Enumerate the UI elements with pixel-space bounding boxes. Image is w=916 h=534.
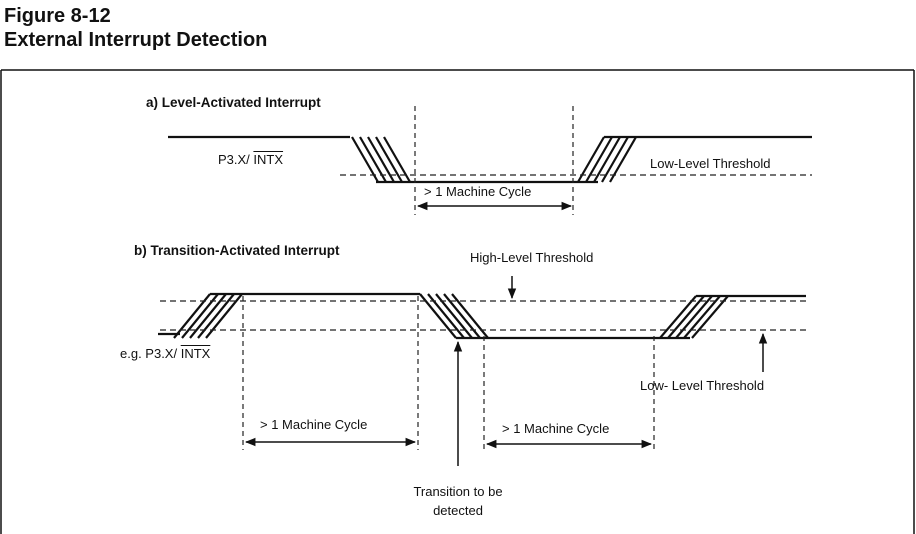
intx-overbar: INTX	[180, 346, 211, 361]
transition-label-line1: Transition to be	[413, 484, 503, 499]
low-threshold-label: Low- Level Threshold	[640, 378, 765, 393]
panel-b-cycle-label-2: > 1 Machine Cycle	[502, 421, 610, 436]
intx-overbar: INTX	[253, 152, 284, 167]
panel-a-heading: a) Level-Activated Interrupt	[146, 95, 321, 110]
figure-title: External Interrupt Detection	[4, 29, 268, 51]
panel-b-heading: b) Transition-Activated Interrupt	[134, 243, 340, 258]
panel-b-signal-label: e.g. P3.X/ INTX	[120, 346, 211, 361]
panel-b-cycle-label-1: > 1 Machine Cycle	[260, 417, 368, 432]
panel-a-threshold-label: Low-Level Threshold	[650, 156, 771, 171]
panel-a-signal-label: P3.X/ INTX	[218, 152, 284, 167]
high-threshold-label: High-Level Threshold	[470, 250, 594, 265]
figure-number: Figure 8-12	[4, 5, 111, 27]
panel-a-cycle-label: > 1 Machine Cycle	[424, 184, 532, 199]
transition-label-line2: detected	[433, 503, 483, 518]
